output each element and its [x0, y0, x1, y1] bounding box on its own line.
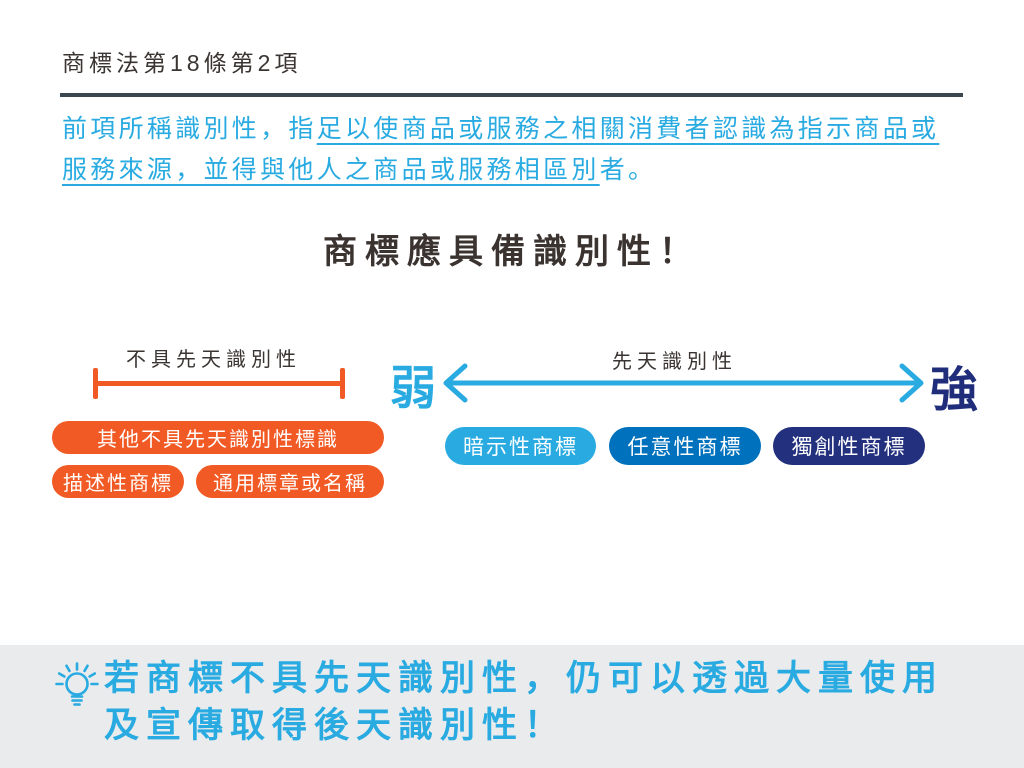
statute-suffix: 者。 [599, 156, 657, 184]
strong-label: 強 [930, 364, 979, 417]
footer-note: 若商標不具先天識別性，仍可以透過大量使用 及宣傳取得後天識別性！ [104, 655, 944, 749]
badge-other-non-inherent: 其他不具先天識別性標識 [52, 421, 384, 454]
left-axis-label: 不具先天識別性 [126, 349, 301, 371]
footer-band [0, 645, 1024, 768]
badge-fanciful-mark: 獨創性商標 [773, 427, 925, 465]
badge-arbitrary-mark: 任意性商標 [609, 427, 761, 465]
page-title: 商標法第18條第2項 [62, 50, 302, 76]
orange-bracket-cap-left [93, 368, 98, 399]
badge-generic-mark-or-name: 通用標章或名稱 [196, 465, 384, 498]
footer-note-line1: 若商標不具先天識別性，仍可以透過大量使用 [104, 659, 945, 698]
statute-prefix: 前項所稱識別性，指 [62, 115, 317, 143]
orange-bracket-bar [95, 381, 343, 386]
badge-descriptive-mark: 描述性商標 [52, 465, 184, 498]
main-heading: 商標應具備識別性！ [323, 233, 701, 271]
orange-bracket-cap-right [340, 368, 345, 399]
lightbulb-icon [55, 662, 99, 706]
footer-note-line2: 及宣傳取得後天識別性！ [104, 706, 567, 745]
double-arrow-icon [443, 363, 924, 403]
badge-suggestive-mark: 暗示性商標 [445, 427, 596, 465]
statute-underlined: 足以使商品或服務之相關消費者認識為指示商品或服務來源，並得與他人之商品或服務相區… [62, 115, 940, 184]
weak-label: 弱 [390, 362, 436, 414]
right-axis-label: 先天識別性 [612, 351, 737, 373]
statute-paragraph: 前項所稱識別性，指足以使商品或服務之相關消費者認識為指示商品或服務來源，並得與他… [62, 109, 948, 191]
title-divider [60, 93, 963, 97]
